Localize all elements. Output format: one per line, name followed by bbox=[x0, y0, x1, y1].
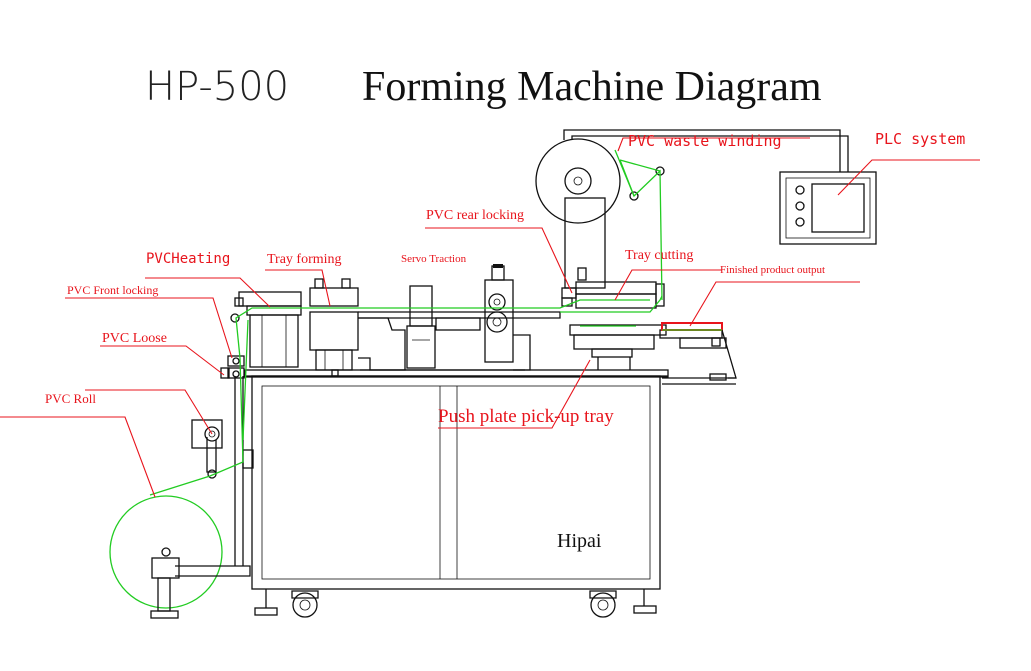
pvc-roll-stand bbox=[109, 376, 251, 619]
label-pvc-rear-locking: PVC rear locking bbox=[426, 208, 524, 223]
label-pvc-waste-winding: PVC waste winding bbox=[628, 132, 782, 150]
title-model: HP-500 bbox=[145, 64, 289, 110]
machine-cabinet bbox=[244, 369, 669, 590]
label-tray-forming: Tray forming bbox=[267, 252, 342, 267]
plc-panel bbox=[779, 171, 877, 245]
heating-station bbox=[230, 291, 302, 368]
machine-feet bbox=[254, 589, 657, 618]
pvc-film-path bbox=[149, 149, 722, 496]
brand-label: Hipai bbox=[557, 530, 602, 552]
label-pvc-loose: PVC Loose bbox=[102, 331, 167, 346]
label-plc-system: PLC system bbox=[875, 130, 965, 148]
central-frame bbox=[358, 285, 561, 371]
label-tray-cutting: Tray cutting bbox=[625, 248, 693, 263]
label-servo-traction: Servo Traction bbox=[401, 253, 467, 265]
label-pvc-heating: PVCHeating bbox=[146, 251, 230, 267]
label-finished-product-output: Finished product output bbox=[720, 264, 825, 276]
forming-station bbox=[309, 278, 359, 377]
label-push-plate-pickup-tray: Push plate pick-up tray bbox=[438, 406, 614, 427]
label-pvc-front-locking: PVC Front locking bbox=[67, 283, 158, 297]
output-conveyor bbox=[659, 322, 737, 385]
waste-winding-unit bbox=[535, 129, 849, 224]
label-pvc-roll: PVC Roll bbox=[45, 391, 96, 406]
leader-lines bbox=[0, 137, 980, 498]
servo-traction-unit bbox=[484, 264, 531, 371]
title-name: Forming Machine Diagram bbox=[362, 64, 822, 110]
cutting-station bbox=[561, 197, 667, 370]
